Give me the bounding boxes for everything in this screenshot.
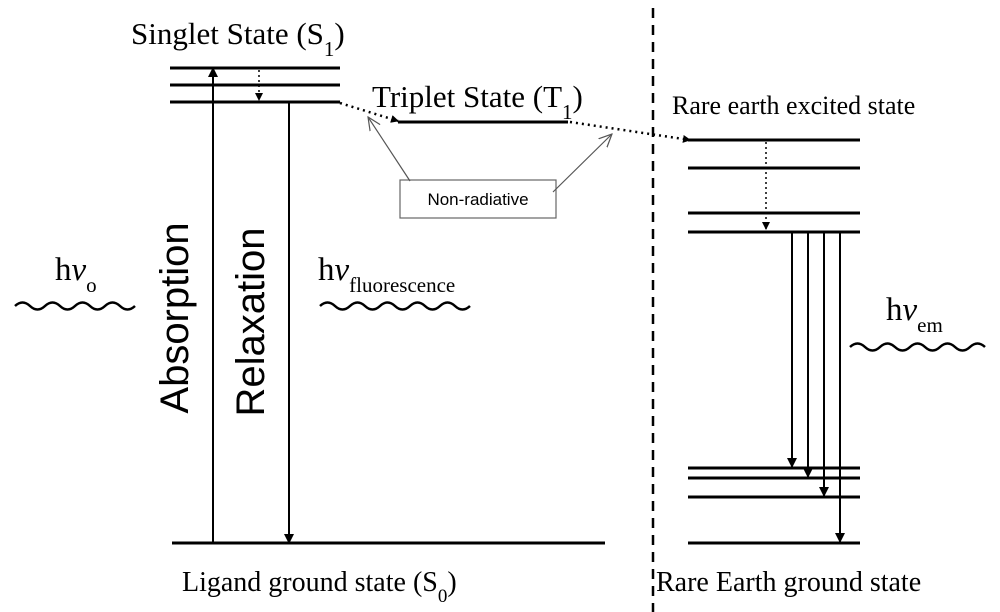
rare-ground-label: Rare Earth ground state — [656, 567, 921, 598]
non-radiative-pointer-left — [368, 117, 411, 182]
ligand-ground-label: Ligand ground state (S0) — [182, 567, 457, 607]
rare-excited-label: Rare earth excited state — [672, 91, 915, 120]
wave-hv-em — [849, 342, 986, 352]
energy-transfer-dotted-arrow — [569, 120, 691, 143]
wave-hvo — [14, 301, 136, 311]
isc-dotted-arrow — [339, 101, 399, 123]
relaxation-label: Relaxation — [229, 227, 273, 416]
wave-hv-fluorescence — [319, 301, 471, 311]
non-radiative-pointer-right — [552, 134, 612, 193]
hv-em-label: hvem — [886, 292, 943, 337]
hv-fluorescence-label: hvfluorescence — [318, 252, 455, 297]
non-radiative-label: Non-radiative — [427, 190, 528, 209]
triplet-label: Triplet State (T1) — [372, 79, 583, 124]
non-radiative-box — [399, 179, 557, 219]
hvo-label: hvo — [55, 252, 97, 297]
absorption-label: Absorption — [153, 222, 197, 413]
singlet-label: Singlet State (S1) — [131, 16, 345, 61]
